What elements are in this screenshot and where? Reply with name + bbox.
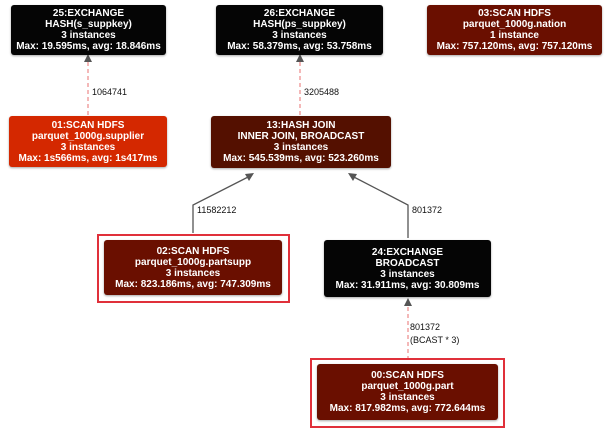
- edge-label-00-24-note: (BCAST * 3): [410, 335, 460, 345]
- edge-24-to-13-arrowhead: [348, 173, 357, 181]
- node-00-title: 00:SCAN HDFS: [371, 370, 444, 381]
- node-13-instances: 3 instances: [273, 142, 329, 153]
- node-02-timing: Max: 823.186ms, avg: 747.309ms: [115, 278, 271, 290]
- node-24-instances: 3 instances: [380, 268, 435, 280]
- node-02-title: 02:SCAN HDFS: [156, 245, 230, 257]
- node-03-scan[interactable]: 03:SCAN HDFS parquet_1000g.nation 1 inst…: [427, 5, 602, 55]
- node-24-detail: BROADCAST: [375, 257, 440, 269]
- node-13-title: 13:HASH JOIN: [266, 120, 336, 131]
- edge-13-to-26-arrowhead: [296, 54, 304, 62]
- node-24-title: 24:EXCHANGE: [371, 246, 444, 258]
- node-01-scan[interactable]: 01:SCAN HDFS parquet_1000g.supplier 3 in…: [9, 116, 167, 167]
- node-26-timing: Max: 58.379ms, avg: 53.758ms: [227, 41, 372, 52]
- edge-label-13-26: 3205488: [304, 87, 340, 97]
- edge-01-to-25-arrowhead: [84, 54, 92, 62]
- node-25-exchange[interactable]: 25:EXCHANGE HASH(s_suppkey) 3 instances …: [11, 5, 166, 55]
- node-26-instances: 3 instances: [272, 30, 327, 41]
- edge-02-to-13: [192, 174, 253, 233]
- node-26-detail: HASH(ps_suppkey): [253, 19, 346, 30]
- edge-00-to-24-arrowhead: [404, 298, 412, 306]
- node-01-detail: parquet_1000g.supplier: [31, 130, 145, 142]
- highlight-frame-00: [310, 358, 505, 428]
- node-02-scan[interactable]: 02:SCAN HDFS parquet_1000g.partsupp 3 in…: [104, 240, 282, 295]
- highlight-frame-02: [97, 234, 290, 303]
- node-13-timing: Max: 545.539ms, avg: 523.260ms: [223, 153, 379, 164]
- node-00-scan[interactable]: 00:SCAN HDFS parquet_1000g.part 3 instan…: [317, 364, 498, 420]
- node-00-timing: Max: 817.982ms, avg: 772.644ms: [329, 403, 486, 414]
- edge-label-00-24: 801372: [410, 322, 441, 332]
- node-00-detail: parquet_1000g.part: [361, 381, 454, 392]
- node-25-title: 25:EXCHANGE: [52, 8, 125, 19]
- node-03-timing: Max: 757.120ms, avg: 757.120ms: [436, 41, 593, 52]
- node-26-title: 26:EXCHANGE: [263, 8, 336, 19]
- edge-label-01-25: 1064741: [92, 87, 128, 97]
- node-02-detail: parquet_1000g.partsupp: [134, 256, 252, 268]
- node-25-detail: HASH(s_suppkey): [45, 19, 132, 30]
- node-01-instances: 3 instances: [60, 141, 116, 153]
- node-13-hash-join[interactable]: 13:HASH JOIN INNER JOIN, BROADCAST 3 ins…: [211, 116, 391, 168]
- node-01-title: 01:SCAN HDFS: [51, 119, 125, 131]
- edge-label-02-13: 11582212: [197, 205, 237, 215]
- edge-label-24-13: 801372: [412, 205, 443, 215]
- node-01-timing: Max: 1s566ms, avg: 1s417ms: [18, 152, 158, 164]
- node-24-timing: Max: 31.911ms, avg: 30.809ms: [335, 279, 480, 291]
- node-26-exchange[interactable]: 26:EXCHANGE HASH(ps_suppkey) 3 instances…: [216, 5, 383, 55]
- node-25-timing: Max: 19.595ms, avg: 18.846ms: [16, 41, 161, 52]
- node-13-detail: INNER JOIN, BROADCAST: [237, 131, 365, 142]
- node-25-instances: 3 instances: [61, 30, 116, 41]
- node-24-exchange[interactable]: 24:EXCHANGE BROADCAST 3 instances Max: 3…: [324, 240, 491, 297]
- edge-24-to-13: [349, 174, 409, 238]
- node-03-title: 03:SCAN HDFS: [478, 8, 551, 19]
- node-03-instances: 1 instance: [490, 30, 539, 41]
- node-02-instances: 3 instances: [165, 267, 221, 279]
- edge-02-to-13-arrowhead: [245, 173, 254, 181]
- node-00-instances: 3 instances: [380, 392, 435, 403]
- node-03-detail: parquet_1000g.nation: [462, 19, 567, 30]
